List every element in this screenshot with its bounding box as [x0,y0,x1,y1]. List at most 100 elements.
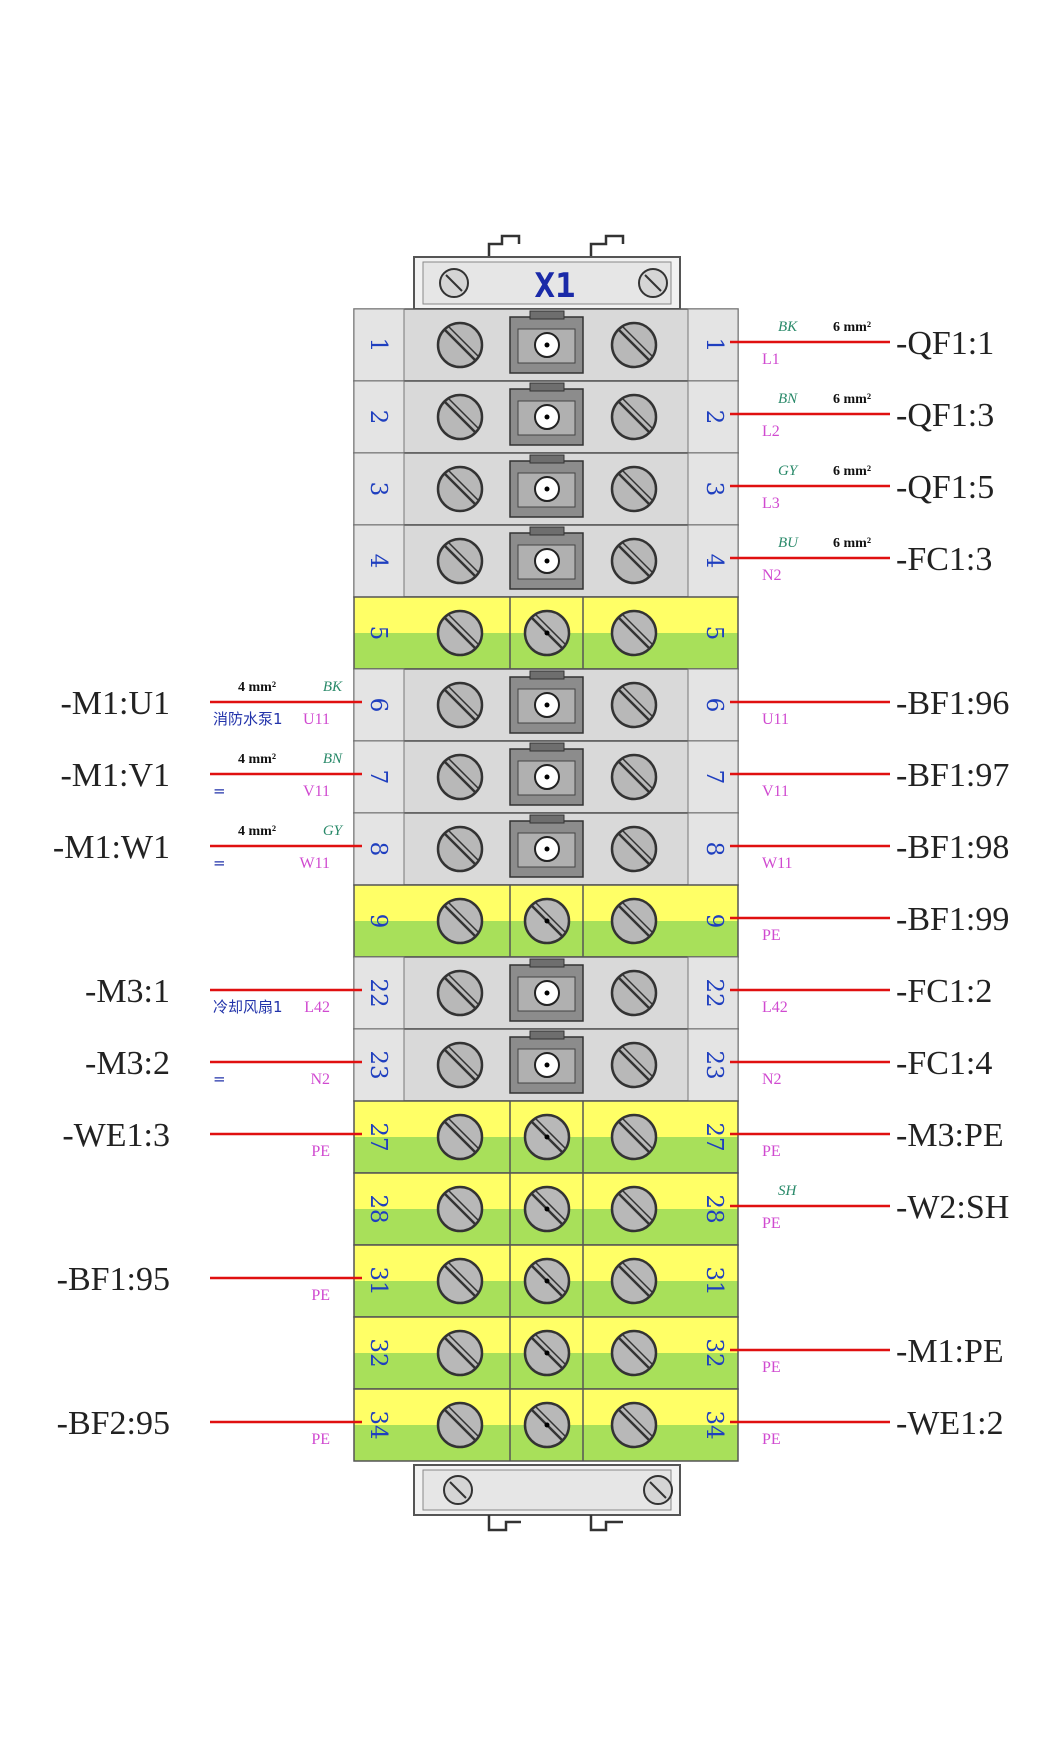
terminal-number: 2 [701,410,727,425]
screw-icon [610,1329,658,1377]
screw-icon [610,897,658,945]
terminal-number: 31 [365,1266,391,1295]
terminal-number: 8 [365,842,391,857]
left-signal-label: V11 [303,783,330,800]
right-signal-label: PE [762,1359,781,1376]
test-socket-icon [534,548,560,574]
left-target-label: -WE1:3 [62,1117,170,1154]
left-wire-color: BK [323,679,343,695]
terminal-number: 5 [365,626,391,641]
screw-icon [610,1041,658,1089]
right-target-label: -QF1:1 [896,325,994,362]
test-socket-icon [534,764,560,790]
strip-title: X1 [535,266,576,306]
pe-screw-icon [523,1257,571,1305]
right-target-label: -BF1:97 [896,757,1009,794]
screw-icon [610,1257,658,1305]
terminal-row-32: 32 32 [353,1316,739,1390]
right-target-label: -BF1:99 [896,901,1009,938]
screw-icon [610,825,658,873]
screw-icon [436,1113,484,1161]
right-signal-label: L1 [762,351,780,368]
screw-icon [436,825,484,873]
left-signal-label: N2 [310,1071,330,1088]
screw-icon [436,897,484,945]
terminal-number: 6 [701,698,727,713]
terminal-number: 8 [701,842,727,857]
right-target-label: -QF1:3 [896,397,994,434]
right-target-label: -BF1:96 [896,685,1009,722]
left-target-label: -M3:1 [85,973,170,1010]
terminal-number: 32 [701,1338,727,1367]
terminal-number: 28 [365,1194,391,1223]
bracket-screw-icon [643,1475,673,1505]
terminal-number: 2 [365,410,391,425]
right-signal-label: PE [762,1215,781,1232]
right-wire-section: 6 mm² [833,536,871,551]
terminal-row-22: 22 22 [353,956,739,1030]
left-signal-label: PE [311,1143,330,1160]
left-target-label: -M3:2 [85,1045,170,1082]
terminal-number: 5 [701,626,727,641]
left-description-label: 冷却风扇1 [213,998,283,1016]
top-end-bracket: X1 [413,234,681,310]
left-description-label: 消防水泵1 [213,710,283,728]
test-socket-icon [534,980,560,1006]
left-signal-label: PE [311,1431,330,1448]
terminal-number: 34 [365,1410,391,1439]
left-signal-label: L42 [304,999,330,1016]
right-signal-label: V11 [762,783,789,800]
left-signal-label: PE [311,1287,330,1304]
screw-icon [436,1257,484,1305]
right-signal-label: PE [762,1143,781,1160]
screw-icon [610,321,658,369]
terminal-number: 22 [365,978,391,1007]
right-target-label: -FC1:4 [896,1045,992,1082]
terminal-number: 34 [701,1410,727,1439]
screw-icon [436,681,484,729]
screw-icon [610,1185,658,1233]
screw-icon [436,1185,484,1233]
screw-icon [610,1401,658,1449]
right-target-label: -M1:PE [896,1333,1004,1370]
left-wire-color: GY [323,823,344,839]
terminal-number: 1 [365,338,391,353]
left-target-label: -BF1:95 [57,1261,170,1298]
left-description-label: = [213,854,226,872]
terminal-number: 6 [365,698,391,713]
test-socket-icon [534,476,560,502]
terminal-number: 22 [701,978,727,1007]
right-signal-label: L2 [762,423,780,440]
screw-icon [436,321,484,369]
terminal-number: 27 [365,1122,391,1151]
right-target-label: -FC1:2 [896,973,992,1010]
left-description-label: = [213,782,226,800]
right-wire-section: 6 mm² [833,320,871,335]
left-wire-section: 4 mm² [238,824,276,839]
terminal-number: 32 [365,1338,391,1367]
right-wire-color: BU [778,535,799,551]
screw-icon [610,609,658,657]
pe-screw-icon [523,897,571,945]
right-signal-label: N2 [762,567,782,584]
right-signal-label: U11 [762,711,789,728]
left-description-label: = [213,1070,226,1088]
